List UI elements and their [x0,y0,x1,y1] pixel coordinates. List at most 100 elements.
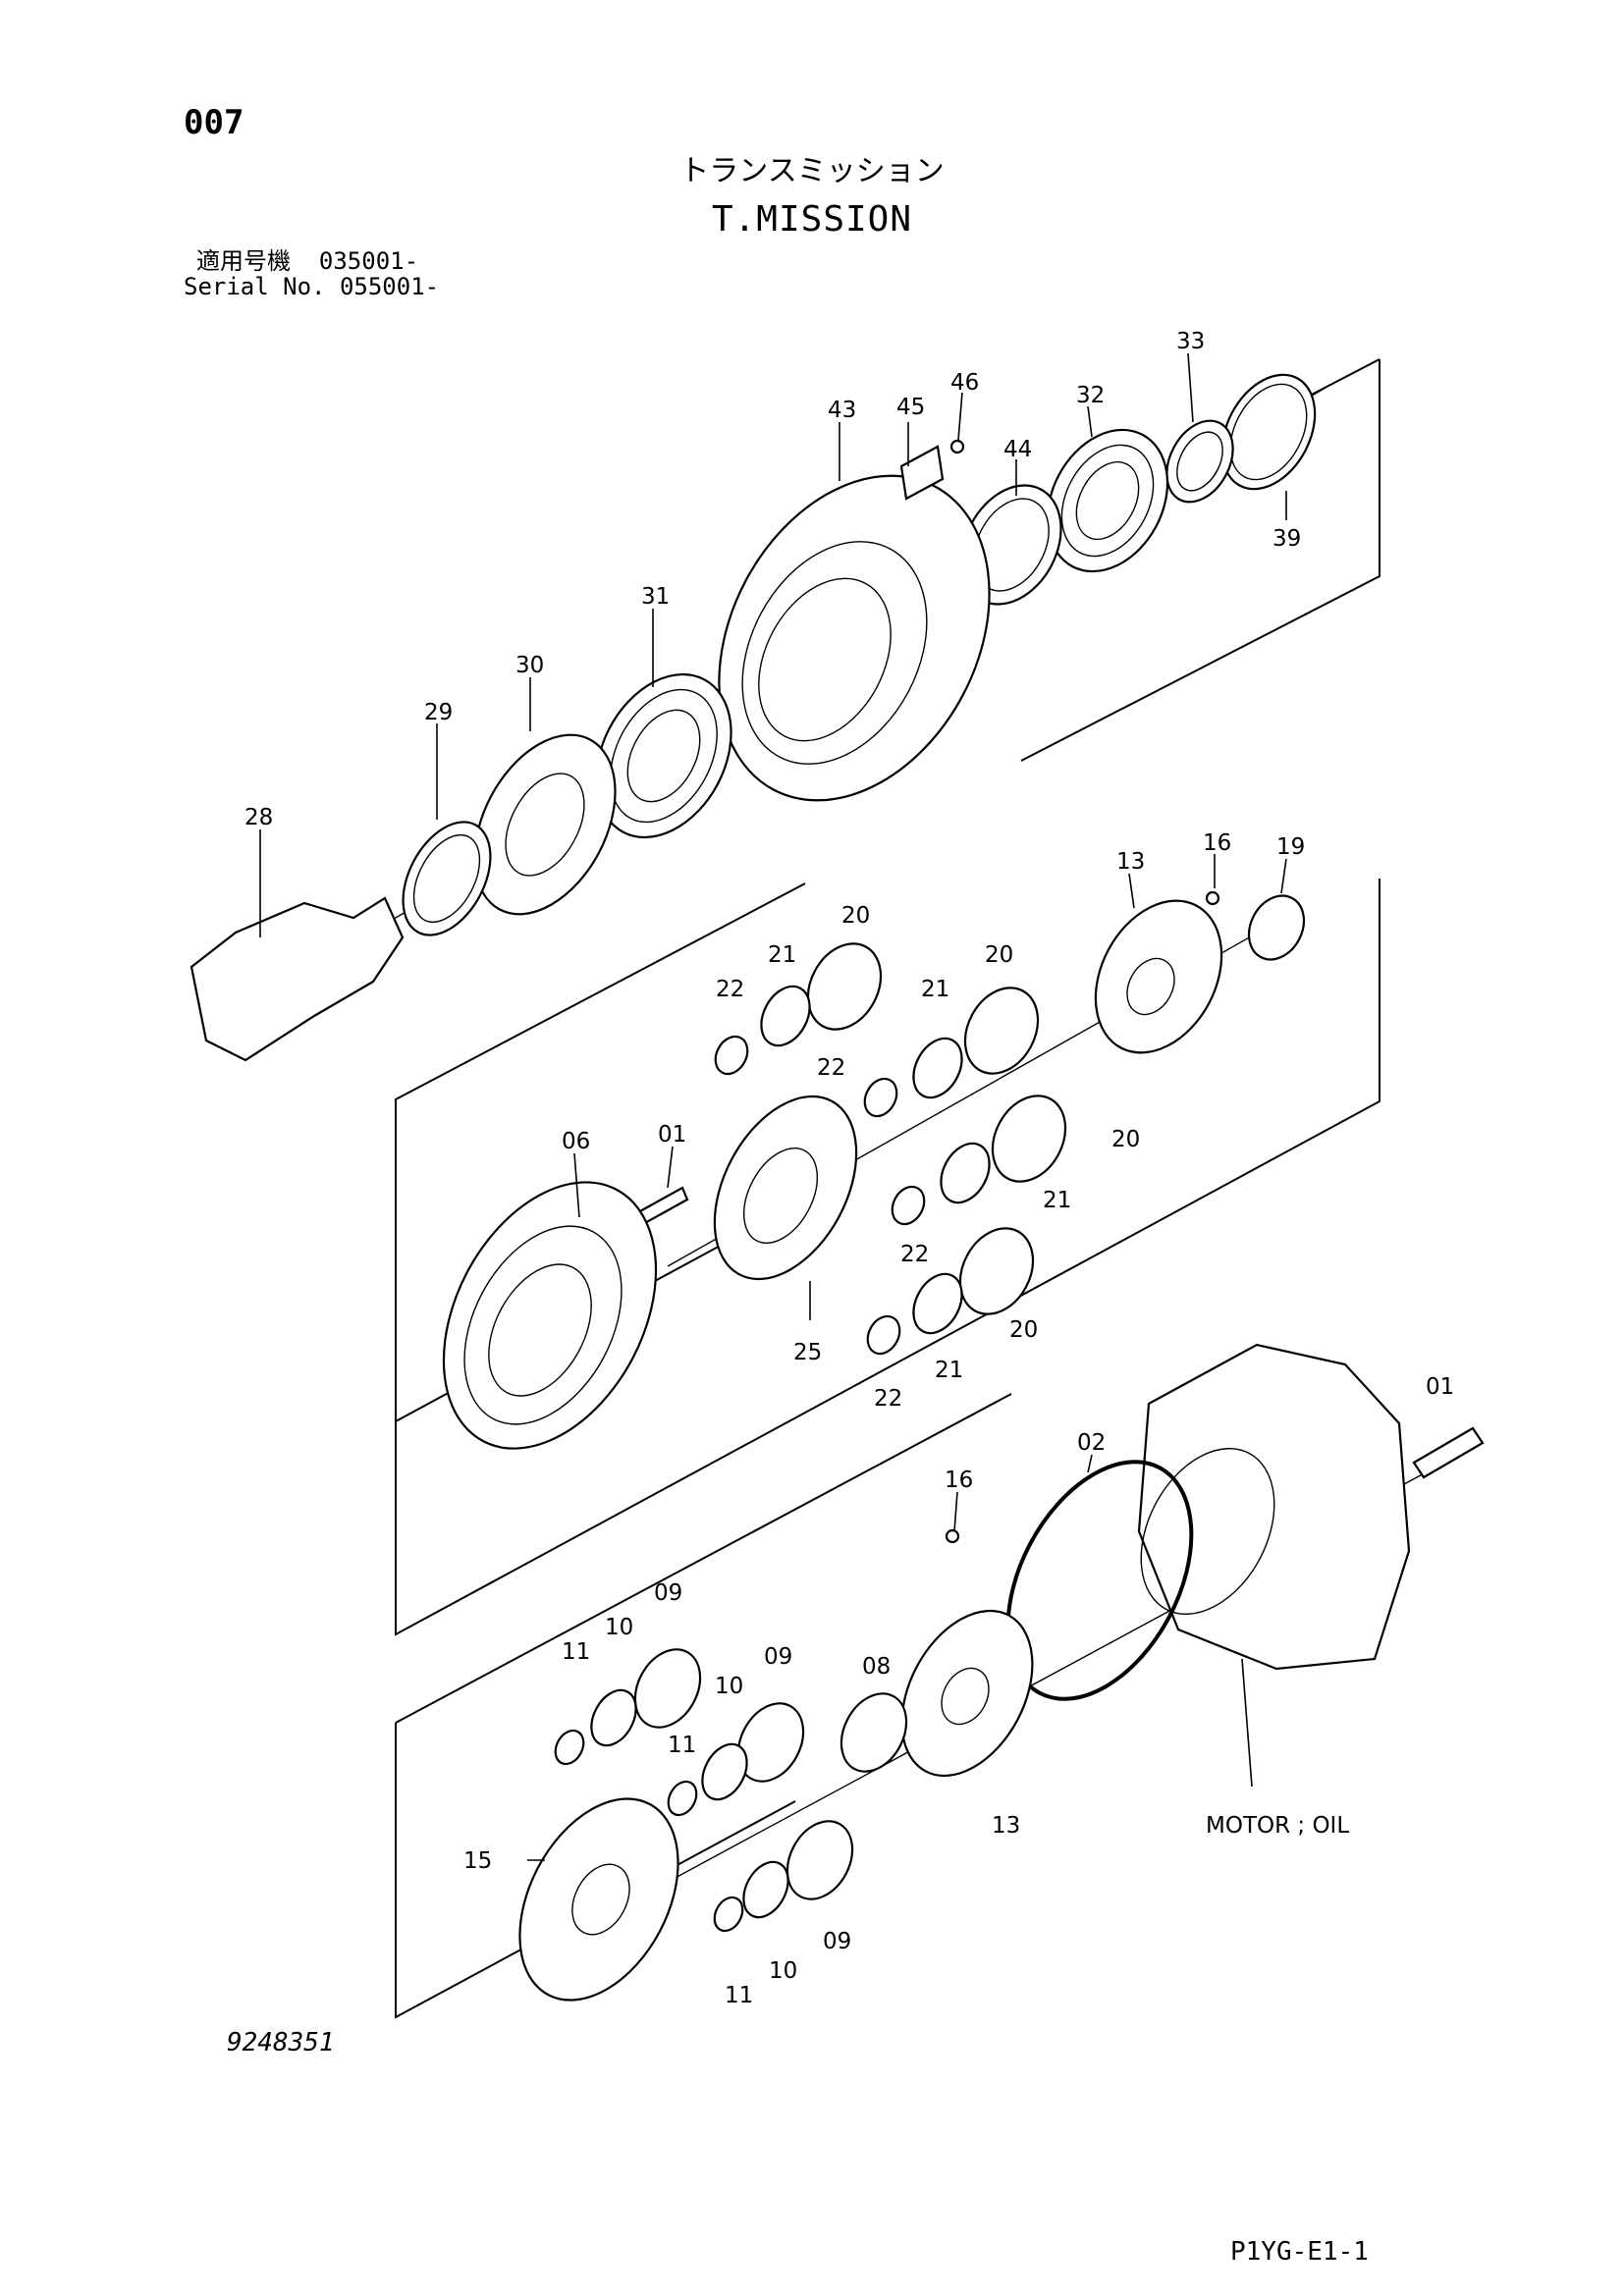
callout-19: 19 [1276,834,1305,860]
callout-32: 32 [1076,383,1105,408]
part-19-sun-gear [1247,894,1306,961]
serial-range-jp: 適用号機 035001- [196,247,419,275]
part-10-bearing-b [701,1742,748,1801]
callout-13-upper: 13 [1116,849,1145,875]
part-25-carrier [713,1095,858,1281]
part-45-plate [899,445,945,501]
part-22-bushing-b [863,1077,898,1118]
part-30-bore [505,773,585,877]
part-11-bushing-c [713,1896,744,1933]
title-japanese: トランスミッション [679,154,945,188]
part-21-bearing-a [760,985,811,1047]
part-28-pinion-shaft [189,896,405,1062]
leader-lines [259,352,1287,1861]
callout-16-lower: 16 [945,1468,973,1493]
callout-11-a: 11 [562,1639,590,1665]
part-31-bearing [595,672,732,839]
callout-22-c: 22 [900,1242,929,1267]
part-46-screw [949,439,965,454]
motor-oil-label: MOTOR ; OIL [1206,1813,1349,1839]
part-06-ring-inner [463,1225,623,1425]
part-01-bolt-lower [1412,1426,1485,1479]
part-13-plate-lower [900,1609,1034,1778]
callout-22-a: 22 [716,977,744,1002]
callout-09-b: 09 [764,1644,792,1670]
part-02-o-ring [1005,1460,1194,1701]
part-16-bolt-upper [1205,890,1220,906]
callout-16-upper: 16 [1203,830,1231,856]
part-15-carrier [518,1797,679,2002]
page-reference: P1YG-E1-1 [1230,2237,1369,2267]
callout-20-b: 20 [985,942,1013,968]
callout-10-c: 10 [769,1958,797,1984]
part-22-bushing-d [866,1314,901,1356]
part-21-bearing-d [912,1272,963,1335]
part-20-gear-d [958,1227,1035,1315]
part-11-bushing-a [554,1729,585,1766]
part-15-spline [571,1863,630,1936]
callout-31: 31 [641,584,670,610]
part-43-bore-inner [758,577,892,742]
part-16-bolt-lower [945,1528,960,1544]
part-32-bearing [1046,428,1169,573]
callout-22-b: 22 [817,1055,845,1081]
callout-39: 39 [1272,526,1301,552]
callout-10-b: 10 [715,1674,743,1699]
callout-09-c: 09 [823,1929,851,1954]
part-43-housing [718,474,991,802]
callout-labels: 43 45 46 44 32 33 39 31 30 29 28 13 16 1… [244,329,1454,2008]
callout-46: 46 [950,370,979,396]
part-09-gear-c [785,1820,854,1900]
callout-45: 45 [896,395,925,420]
callout-11-b: 11 [668,1733,696,1758]
callout-10-a: 10 [605,1615,633,1640]
part-25-spline [742,1147,819,1245]
part-06-ring-gear [442,1181,658,1450]
part-11-bushing-b [667,1780,698,1817]
callout-30: 30 [515,653,544,678]
part-30-cover [473,733,617,916]
part-20-gear-b [963,987,1040,1075]
callout-11-c: 11 [725,1983,753,2008]
callout-20-d: 20 [1009,1317,1038,1343]
callout-22-d: 22 [874,1386,902,1412]
part-31-bore [626,709,701,803]
part-10-bearing-c [742,1860,789,1919]
part-39-ring-inner [1229,383,1308,481]
callout-28: 28 [244,805,273,830]
callout-44: 44 [1003,437,1032,462]
part-10-bearing-a [590,1688,637,1747]
callout-21-a: 21 [768,942,796,968]
part-43-bore [741,541,928,765]
callout-20-a: 20 [841,903,870,929]
callout-20-c: 20 [1111,1127,1140,1152]
part-13-plate-bore [1126,957,1175,1016]
part-09-gear-b [736,1702,805,1783]
callout-43: 43 [828,398,856,423]
part-39-ring [1220,373,1317,491]
callout-01-lower: 01 [1426,1374,1454,1400]
part-22-bushing-c [891,1185,926,1226]
callout-09-a: 09 [654,1580,682,1606]
part-08-sun-gear [839,1692,908,1773]
part-21-bearing-b [912,1037,963,1099]
part-32-bore [1075,460,1140,541]
callout-06: 06 [562,1129,590,1154]
part-29-seal [402,821,492,936]
part-32-rollers [1060,444,1155,558]
part-29-inner [412,833,481,924]
callout-33: 33 [1176,329,1205,354]
callout-13-lower: 13 [992,1813,1020,1839]
callout-21-c: 21 [1043,1188,1071,1213]
part-20-gear-c [991,1095,1067,1183]
part-22-bushing-a [714,1035,749,1076]
part-31-rollers [610,688,718,824]
callout-15: 15 [463,1848,492,1874]
callout-29: 29 [424,700,453,725]
part-20-gear-a [806,942,883,1031]
part-09-gear-a [633,1648,702,1729]
callout-02: 02 [1077,1430,1106,1456]
travel-motor-face [1140,1447,1275,1616]
part-21-bearing-c [940,1142,991,1204]
